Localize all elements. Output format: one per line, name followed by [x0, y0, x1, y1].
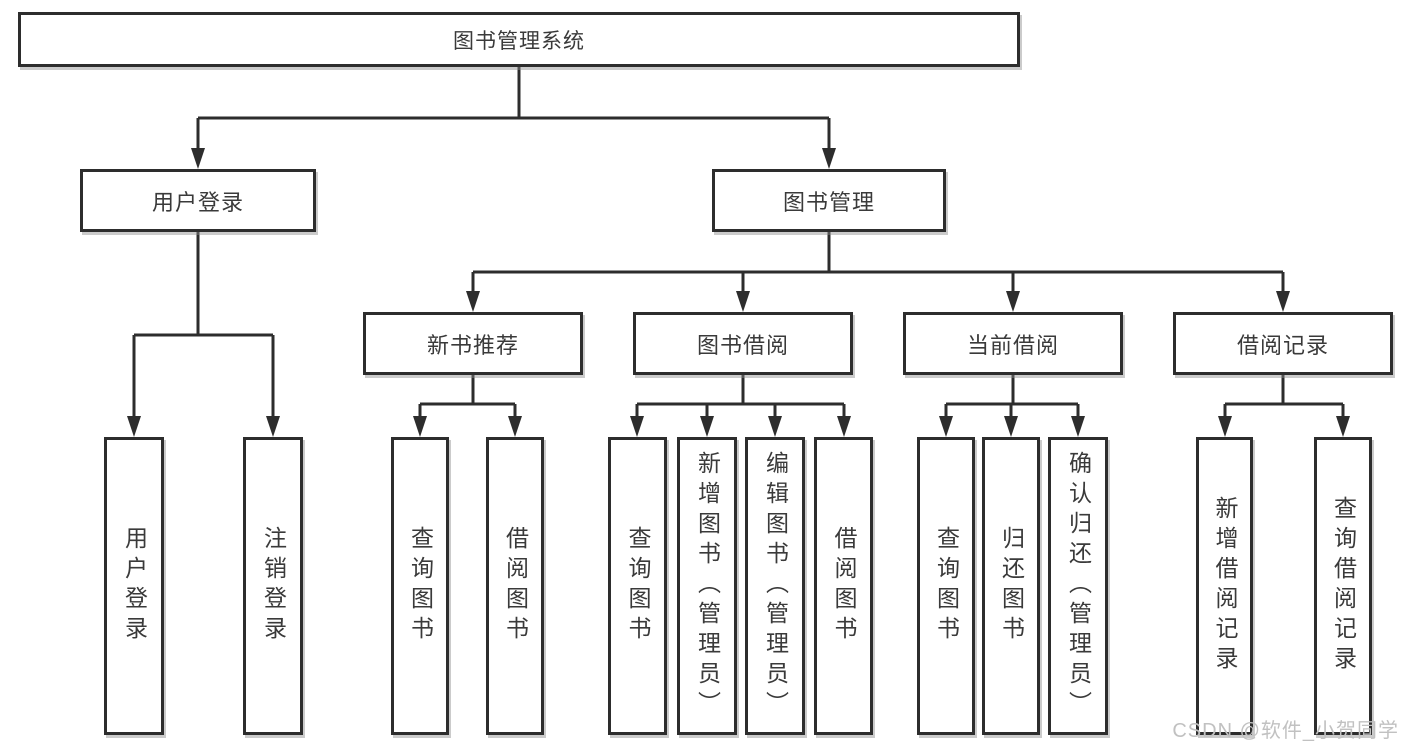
leaf-label: 归还图书: [998, 526, 1025, 646]
leaf-bb-edit-book-admin: 编辑图书（管理员）: [745, 437, 805, 735]
leaf-logout-login: 注销登录: [243, 437, 303, 735]
node-book-management: 图书管理: [712, 169, 946, 232]
leaf-br-query-record: 查询借阅记录: [1314, 437, 1372, 735]
leaf-label: 确认归还（管理员）: [1065, 451, 1092, 721]
leaf-label: 查询图书: [933, 526, 960, 646]
node-library-management-system: 图书管理系统: [18, 12, 1020, 67]
leaf-br-add-record: 新增借阅记录: [1196, 437, 1253, 735]
leaf-label: 查询图书: [625, 526, 651, 646]
csdn-watermark: CSDN @软件_小贺同学: [1172, 720, 1399, 742]
leaf-user-login: 用户登录: [104, 437, 164, 735]
leaf-label: 用户登录: [121, 526, 148, 646]
leaf-bb-add-book-admin: 新增图书（管理员）: [677, 437, 737, 735]
leaf-bb-query-books: 查询图书: [608, 437, 667, 735]
leaf-label: 借阅图书: [502, 526, 529, 646]
leaf-cb-return-books: 归还图书: [982, 437, 1040, 735]
node-label: 借阅记录: [1236, 332, 1329, 358]
node-label: 图书借阅: [696, 332, 789, 358]
node-label: 用户登录: [151, 189, 244, 215]
leaf-label: 查询图书: [407, 526, 434, 646]
node-user-login: 用户登录: [80, 169, 316, 232]
node-borrowing-records: 借阅记录: [1173, 312, 1393, 375]
leaf-label: 借阅图书: [831, 526, 857, 646]
node-current-borrowing: 当前借阅: [903, 312, 1123, 375]
leaf-bb-borrow-books: 借阅图书: [814, 437, 873, 735]
node-label: 图书管理系统: [453, 29, 585, 53]
leaf-label: 查询借阅记录: [1330, 496, 1357, 676]
node-label: 新书推荐: [426, 332, 519, 358]
leaf-label: 新增图书（管理员）: [694, 451, 721, 721]
leaf-label: 新增借阅记录: [1212, 496, 1238, 676]
leaf-nbr-query-books: 查询图书: [391, 437, 449, 735]
leaf-nbr-borrow-books: 借阅图书: [486, 437, 544, 735]
leaf-cb-confirm-return-admin: 确认归还（管理员）: [1048, 437, 1108, 735]
node-new-book-recommend: 新书推荐: [363, 312, 583, 375]
node-book-borrowing: 图书借阅: [633, 312, 853, 375]
node-label: 图书管理: [782, 189, 875, 215]
node-label: 当前借阅: [966, 332, 1059, 358]
leaf-cb-query-books: 查询图书: [917, 437, 975, 735]
leaf-label: 注销登录: [260, 526, 287, 646]
leaf-label: 编辑图书（管理员）: [762, 451, 789, 721]
